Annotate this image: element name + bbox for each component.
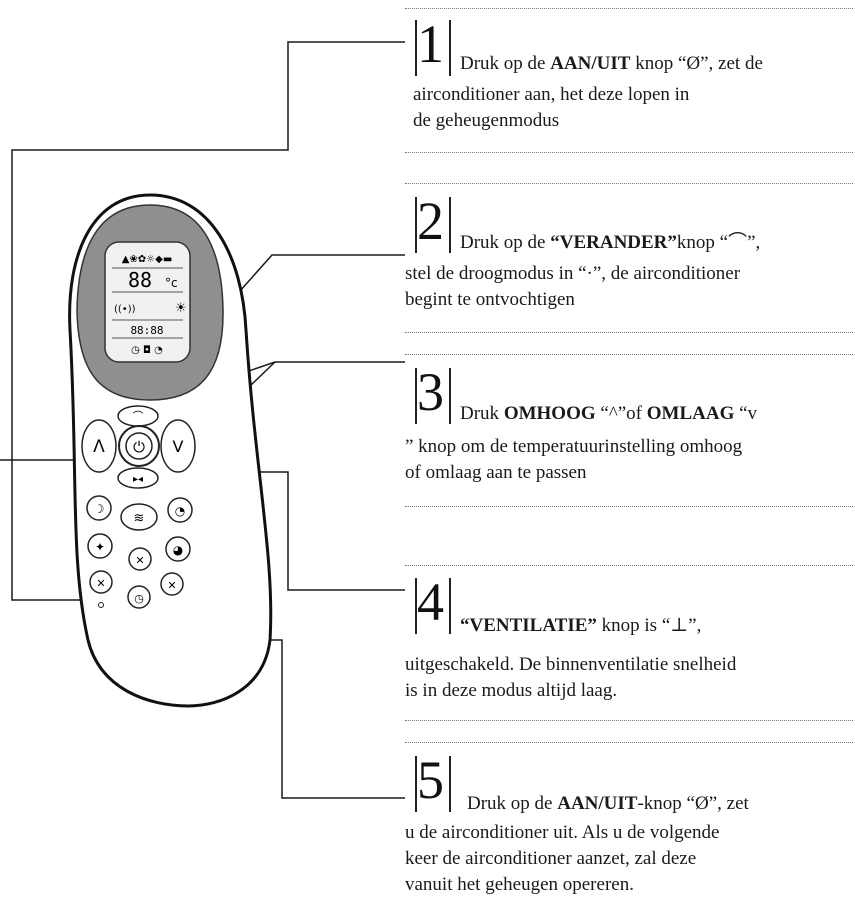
step-2: 2 Druk op de “VERANDER”knop “⌒”, stel de…	[405, 191, 855, 331]
step-1: 1 Druk op de AAN/UIT knop “Ø”, zet de ai…	[405, 14, 855, 154]
cancel-button-2[interactable]: ✕	[89, 570, 113, 594]
number-bar-right	[449, 197, 451, 253]
lcd-temperature: 88	[128, 268, 152, 292]
fan-button[interactable]: ▸◂	[117, 467, 159, 489]
x-icon: ✕	[96, 577, 105, 590]
step-number: 1	[417, 14, 444, 74]
number-bar-right	[449, 368, 451, 424]
lcd-temperature-unit: °c	[165, 276, 178, 290]
turbo-button[interactable]: ✦	[87, 533, 113, 559]
lcd-screen	[104, 241, 191, 363]
number-bar-right	[449, 578, 451, 634]
divider	[405, 720, 853, 721]
step-keyword: AAN/UIT	[557, 793, 638, 814]
step-keyword: OMLAAG	[646, 403, 735, 424]
divider	[405, 565, 853, 566]
divider	[405, 183, 853, 184]
step-number: 5	[417, 750, 444, 810]
step-body: uitgeschakeld. De binnenventilatie snelh…	[405, 654, 737, 701]
step-5: 5 Druk op de AAN/UIT-knop “Ø”, zet u de …	[405, 750, 855, 918]
timer-on-icon: ◔	[175, 504, 185, 518]
arrow-down-icon: V	[173, 437, 184, 456]
step-4: 4 “VENTILATIE” knop is “⊥”, uitgeschakel…	[405, 572, 855, 722]
timer-off-button[interactable]: ◕	[165, 536, 191, 562]
x-icon: ✕	[135, 554, 144, 567]
remote-control: ▲❀✿☼◆▬ 88 °c ((•)) ☀ 88:88 ◷ ◘ ◔ ⌒ Λ V ⏻	[68, 193, 273, 708]
turbo-icon: ✦	[95, 540, 105, 554]
power-button[interactable]: ⏻	[118, 425, 160, 467]
step-body: ” knop om de temperatuurinstelling omhoo…	[405, 436, 743, 483]
step-keyword: “VENTILATIE”	[460, 615, 597, 636]
divider	[405, 506, 853, 507]
divider	[405, 354, 853, 355]
step-number: 3	[417, 362, 444, 422]
arrow-up-icon: Λ	[93, 437, 105, 457]
sun-icon: ☀	[175, 301, 187, 316]
step-text: knop “Ø”, zet de	[630, 53, 763, 74]
mode-icon: ⌒	[133, 410, 144, 423]
swing-icon: ≋	[134, 511, 145, 526]
x-icon: ✕	[167, 579, 176, 592]
number-bar-left	[415, 578, 417, 634]
step-body: stel de droogmodus in “·”, de airconditi…	[405, 263, 741, 310]
fan-speed-icon: ((•))	[114, 304, 136, 315]
step-text: Druk op de	[467, 793, 558, 814]
step-line1: “VENTILATIE” knop is “⊥”,	[460, 614, 701, 638]
indicator-dot	[98, 602, 104, 608]
timer-on-button[interactable]: ◔	[167, 497, 193, 523]
step-body: airconditioner aan, het deze lopen in de…	[413, 84, 690, 131]
fan-icon: ▸◂	[133, 474, 143, 485]
power-icon: ⏻	[133, 438, 145, 456]
divider	[405, 8, 853, 9]
step-line1: Druk op de AAN/UIT knop “Ø”, zet de	[460, 52, 763, 76]
step-text: knop is “⊥”,	[596, 615, 702, 636]
mode-button[interactable]: ⌒	[117, 405, 159, 427]
divider	[405, 332, 853, 333]
temp-down-button[interactable]: V	[160, 419, 196, 473]
step-line1: Druk OMHOOG “^”of OMLAAG “v	[460, 402, 757, 426]
step-text: “v	[734, 403, 758, 424]
step-3: 3 Druk OMHOOG “^”of OMLAAG “v ” knop om …	[405, 362, 855, 502]
leader-step-1	[11, 41, 405, 601]
number-bar-left	[415, 368, 417, 424]
sleep-icon: ☽	[94, 502, 105, 516]
sleep-button[interactable]: ☽	[86, 495, 112, 521]
clock-button[interactable]: ◷	[127, 585, 151, 609]
temp-up-button[interactable]: Λ	[81, 419, 117, 473]
lcd-timer: 88:88	[130, 324, 163, 337]
clock-icon: ◷	[134, 592, 144, 605]
divider	[405, 742, 853, 743]
number-bar-right	[449, 756, 451, 812]
swing-button[interactable]: ≋	[120, 503, 158, 531]
number-bar-right	[449, 20, 451, 76]
cancel-button-1[interactable]: ✕	[128, 547, 152, 571]
lcd-mode-icons: ▲❀✿☼◆▬	[122, 254, 173, 265]
step-text: Druk op de	[460, 53, 551, 74]
number-bar-left	[415, 197, 417, 253]
step-body: u de airconditioner uit. Als u de volgen…	[405, 822, 720, 895]
step-keyword: OMHOOG	[503, 403, 596, 424]
step-line1: Druk op de “VERANDER”knop “⌒”,	[460, 231, 760, 255]
step-number: 4	[417, 572, 444, 632]
step-number: 2	[417, 191, 444, 251]
step-keyword: “VERANDER”	[550, 232, 677, 253]
step-text: “^”of	[595, 403, 647, 424]
lcd-status-icons: ◷ ◘ ◔	[131, 345, 163, 356]
leader-step-5	[268, 639, 405, 799]
step-text: Druk op de	[460, 232, 551, 253]
step-text: -knop “Ø”, zet	[637, 793, 749, 814]
step-text: knop “⌒”,	[676, 232, 761, 253]
timer-off-icon: ◕	[173, 543, 184, 557]
number-bar-left	[415, 20, 417, 76]
number-bar-left	[415, 756, 417, 812]
step-line1: Druk op de AAN/UIT-knop “Ø”, zet	[467, 792, 749, 816]
divider	[405, 152, 853, 153]
cancel-button-3[interactable]: ✕	[160, 572, 184, 596]
step-text: Druk	[460, 403, 504, 424]
step-keyword: AAN/UIT	[550, 53, 631, 74]
